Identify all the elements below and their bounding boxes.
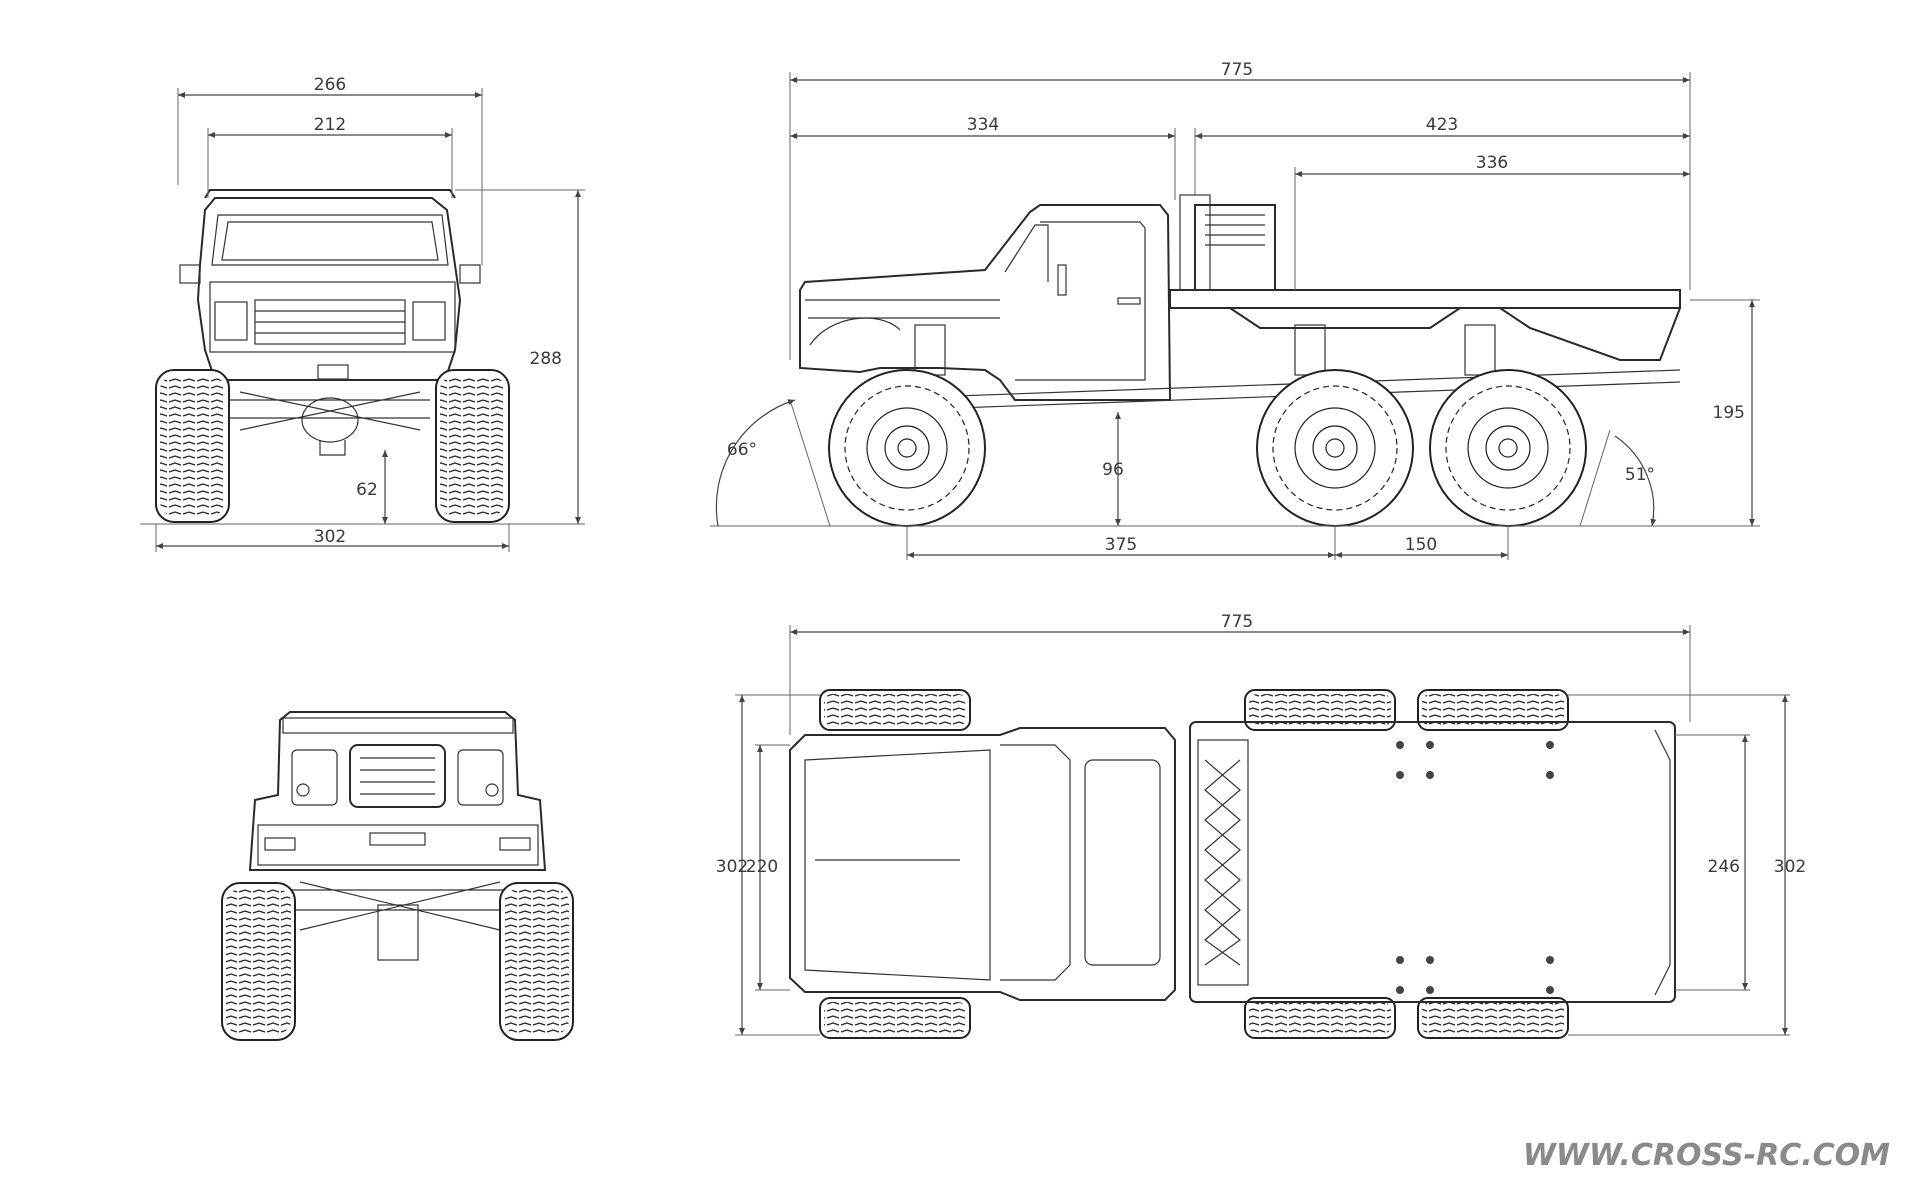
top-overall-length-label: 775 (1221, 612, 1253, 632)
side-height-to-bed-label: 195 (1713, 403, 1745, 423)
front-view-dimensions: 266 212 288 62 302 (155, 75, 585, 552)
top-overall-width-left-label: 302 (716, 857, 748, 877)
side-flatbed-length-label: 336 (1476, 153, 1508, 173)
side-view-dimensions: 775 334 423 336 195 96 375 150 66° 51° (715, 60, 1760, 560)
front-track-width-label: 302 (314, 527, 346, 547)
side-view (710, 194, 1760, 527)
front-height-label: 288 (530, 349, 562, 369)
front-body-width-label: 212 (314, 115, 346, 135)
front-overall-width-label: 266 (314, 75, 346, 95)
side-cab-length-label: 334 (967, 115, 999, 135)
side-ground-clearance-label: 96 (1102, 460, 1124, 480)
rear-view (221, 711, 574, 1041)
website-label: WWW.CROSS-RC.COM (1523, 1138, 1890, 1173)
side-departure-angle-label: 51° (1625, 465, 1655, 485)
top-bed-width-label: 246 (1708, 857, 1740, 877)
side-bed-length-label: 423 (1426, 115, 1458, 135)
top-body-width-left-label: 220 (746, 857, 778, 877)
side-middle-tire (1256, 369, 1414, 527)
top-view-dimensions: 775 302 220 246 302 (716, 612, 1806, 1036)
top-overall-width-right-label: 302 (1774, 857, 1806, 877)
side-overall-length-label: 775 (1221, 60, 1253, 80)
front-view (140, 189, 530, 525)
side-rear-tire (1429, 369, 1587, 527)
side-wheelbase-front-label: 375 (1105, 535, 1137, 555)
side-front-tire (828, 369, 986, 527)
top-view (789, 689, 1676, 1039)
front-ground-clearance-label: 62 (356, 480, 378, 500)
side-wheelbase-rear-label: 150 (1405, 535, 1437, 555)
side-approach-angle-label: 66° (727, 440, 757, 460)
